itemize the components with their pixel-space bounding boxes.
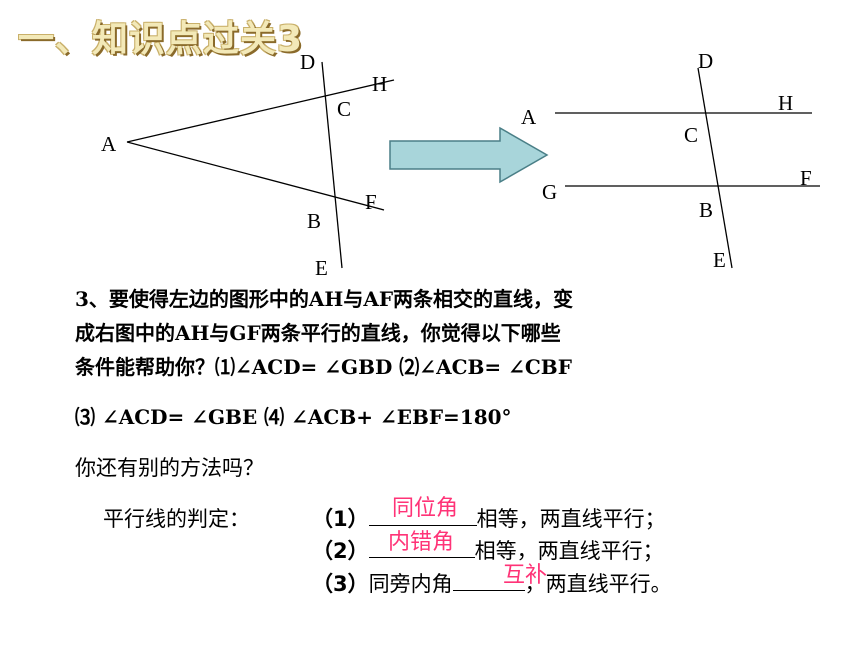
criteria-item-2-blank[interactable] bbox=[368, 535, 475, 558]
criteria-heading: 平行线的判定： bbox=[103, 507, 250, 531]
question-line-4: ⑶ ∠ACD= ∠GBE ⑷ ∠ACB+ ∠EBF=180° bbox=[75, 405, 512, 429]
label-b-left: B bbox=[307, 209, 322, 233]
transform-arrow bbox=[389, 126, 549, 184]
label-h-left: H bbox=[372, 72, 388, 96]
criteria-item-2: （2） 相等，两直线平行； bbox=[312, 535, 664, 565]
criteria-item-3-blank[interactable] bbox=[452, 568, 525, 591]
criteria-item-1-blank[interactable] bbox=[368, 503, 477, 526]
label-a-right: A bbox=[521, 105, 537, 129]
label-c-left: C bbox=[337, 97, 352, 121]
criteria-item-2-num: （2） bbox=[312, 539, 369, 563]
question-line-5: 你还有别的方法吗？ bbox=[75, 456, 264, 480]
page-title: 一、知识点过关3 bbox=[18, 19, 304, 60]
label-e-left: E bbox=[315, 256, 328, 280]
criteria-item-1-answer: 同位角 bbox=[392, 496, 459, 521]
criteria-item-3-text: ，两直线平行。 bbox=[524, 572, 672, 596]
criteria-item-1: （1） 相等，两直线平行； bbox=[312, 503, 666, 533]
criteria-item-3-num: （3） bbox=[312, 572, 369, 596]
criteria-item-1-text: 相等，两直线平行； bbox=[476, 507, 666, 531]
label-g-right: G bbox=[542, 180, 558, 204]
label-a-left: A bbox=[101, 132, 117, 156]
label-d-right: D bbox=[698, 49, 714, 73]
line-ah-left bbox=[126, 79, 395, 143]
criteria-item-2-answer: 内错角 bbox=[388, 530, 455, 555]
question-line-1: 3、要使得左边的图形中的AH与AF两条相交的直线，变 bbox=[75, 287, 574, 311]
label-e-right: E bbox=[713, 248, 726, 272]
criteria-item-3-prefix: 同旁内角 bbox=[368, 572, 453, 596]
label-f-left: F bbox=[365, 190, 377, 214]
criteria-item-2-text: 相等，两直线平行； bbox=[474, 539, 664, 563]
label-f-right: F bbox=[800, 166, 812, 190]
question-line-3: 条件能帮助你？⑴∠ACD= ∠GBD ⑵∠ACB= ∠CBF bbox=[75, 355, 572, 379]
line-af-left bbox=[126, 141, 385, 211]
question-line-2: 成右图中的AH与GF两条平行的直线，你觉得以下哪些 bbox=[75, 321, 561, 345]
label-h-right: H bbox=[778, 91, 794, 115]
criteria-item-1-num: （1） bbox=[312, 507, 369, 531]
label-b-right: B bbox=[699, 198, 714, 222]
label-c-right: C bbox=[684, 123, 699, 147]
criteria-item-3: （3）同旁内角 ，两直线平行。 bbox=[312, 568, 672, 598]
line-de-right bbox=[697, 67, 733, 269]
line-de-left bbox=[321, 61, 343, 269]
label-d-left: D bbox=[300, 50, 316, 74]
criteria-item-3-answer: 互补 bbox=[503, 563, 548, 588]
